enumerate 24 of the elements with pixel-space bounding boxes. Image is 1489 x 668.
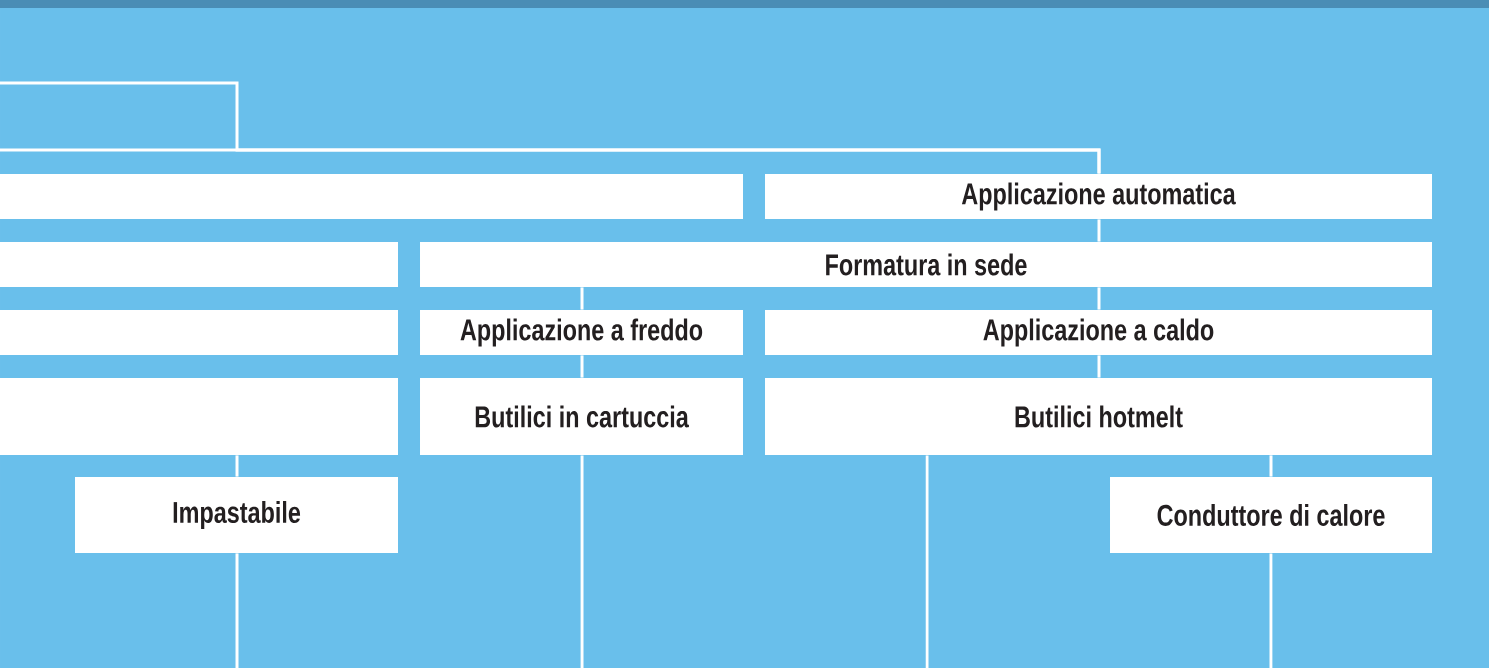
label-box: Applicazione a freddo xyxy=(420,310,743,355)
empty-box xyxy=(0,310,398,355)
label-box: Applicazione automatica xyxy=(765,174,1432,219)
connector-line xyxy=(580,355,584,378)
connector-line xyxy=(1269,553,1273,668)
label-box: Formatura in sede xyxy=(420,242,1432,287)
connector-line xyxy=(580,455,584,668)
label-box: Butilici hotmelt xyxy=(765,378,1432,455)
connector-line xyxy=(580,287,584,310)
empty-box xyxy=(0,174,743,219)
connector-line xyxy=(1269,455,1273,477)
label-box: Butilici in cartuccia xyxy=(420,378,743,455)
label-box: Applicazione a caldo xyxy=(765,310,1432,355)
empty-box xyxy=(0,378,398,455)
connector-line xyxy=(1097,287,1101,310)
empty-box xyxy=(0,242,398,287)
connector-line xyxy=(925,455,929,668)
connector-line xyxy=(1097,355,1101,378)
connector-line xyxy=(235,553,239,668)
connector-line xyxy=(1097,219,1101,242)
label-box: Impastabile xyxy=(75,477,398,553)
connector-line xyxy=(235,455,239,477)
label-box: Conduttore di calore xyxy=(1110,477,1432,553)
connector-line xyxy=(0,81,1101,174)
